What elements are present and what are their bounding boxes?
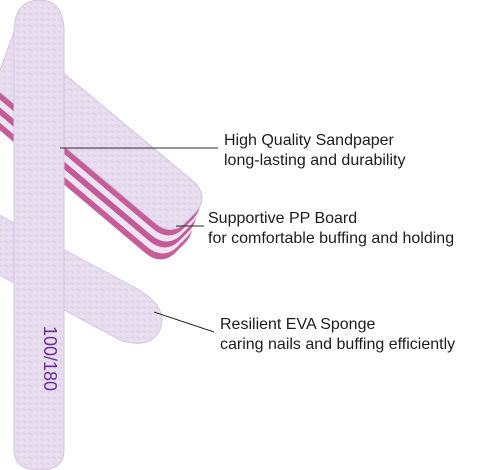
board-title: Supportive PP Board — [208, 210, 358, 227]
sandpaper-title: High Quality Sandpaper — [224, 132, 394, 149]
board-callout: Supportive PP Board for comfortable buff… — [208, 209, 463, 249]
sponge-callout: Resilient EVA Sponge caring nails and bu… — [220, 315, 475, 355]
sandpaper-callout: High Quality Sandpaper long-lasting and … — [224, 131, 479, 171]
grit-label: 100/180 — [40, 326, 60, 391]
sponge-subtitle: caring nails and buffing efficiently — [220, 336, 456, 353]
sandpaper-subtitle: long-lasting and durability — [224, 152, 406, 169]
sponge-title: Resilient EVA Sponge — [220, 316, 376, 333]
board-subtitle: for comfortable buffing and holding — [208, 230, 455, 247]
main-file — [13, 0, 65, 470]
sponge-leader-line — [153, 311, 215, 333]
